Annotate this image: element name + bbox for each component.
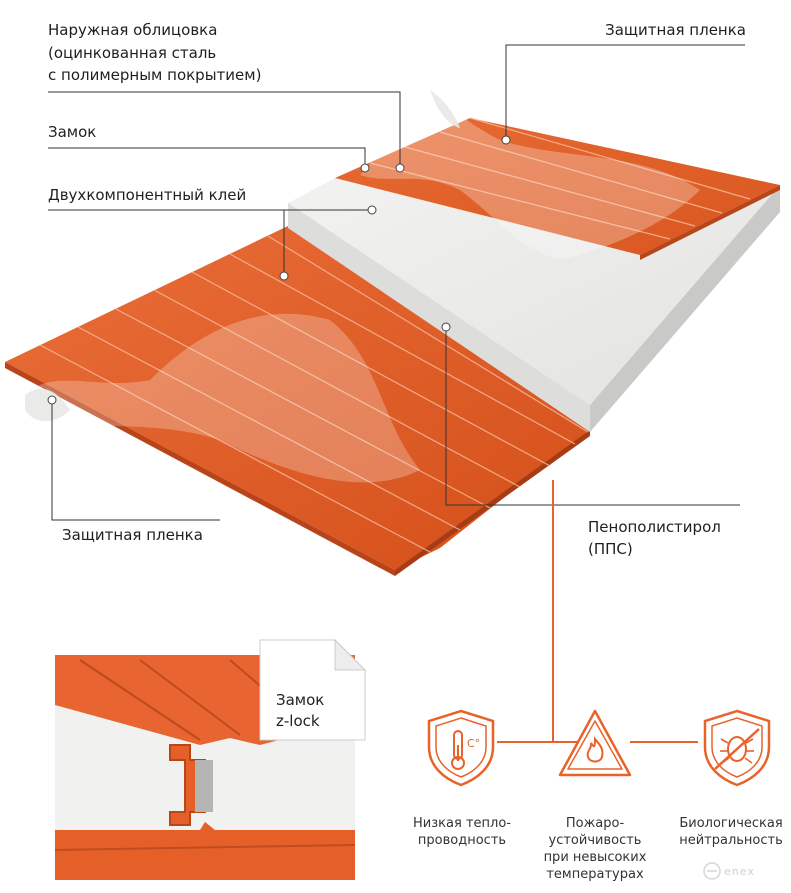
- leader-outer-skin: [48, 91, 401, 168]
- brand-logo-watermark: enex: [703, 862, 755, 880]
- svg-text:enex: enex: [724, 865, 755, 878]
- leader-foam: [445, 327, 740, 506]
- protective-film-bottom: [30, 313, 420, 483]
- leader-film-bottom: [51, 400, 220, 521]
- feature-bio-neutrality: Биологическая нейтральность: [679, 816, 783, 848]
- z-lock-detail-image: [54, 638, 367, 880]
- fire-warning-icon: [558, 709, 632, 777]
- bug-shield-icon: [703, 709, 771, 787]
- label-film-bottom: Защитная пленка: [62, 526, 203, 544]
- thermometer-shield-icon: C°: [427, 709, 495, 787]
- svg-text:C°: C°: [467, 737, 480, 750]
- feature-fire-resistance: Пожаро- устойчивость при невысоких темпе…: [543, 816, 647, 882]
- leader-lock: [48, 147, 366, 168]
- label-film-top: Защитная пленка: [605, 21, 746, 39]
- protective-film-top: [360, 95, 700, 260]
- bottom-steel-sheet: [5, 225, 590, 576]
- label-glue: Двухкомпонентный клей: [48, 186, 247, 204]
- label-lock: Замок: [48, 123, 97, 141]
- leader-film-top: [505, 44, 745, 140]
- feature-low-conductivity: Низкая тепло- проводность: [413, 816, 511, 848]
- top-steel-sheet: [335, 117, 780, 260]
